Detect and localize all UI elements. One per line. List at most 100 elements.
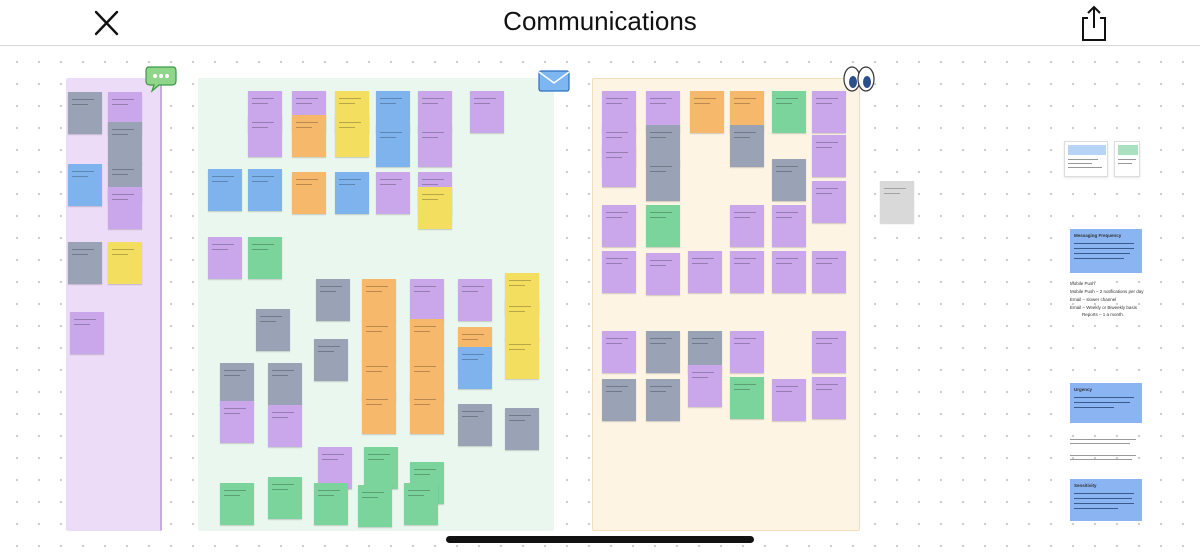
sticky-note[interactable] <box>772 159 806 201</box>
sticky-note[interactable] <box>220 401 254 443</box>
sticky-note[interactable] <box>812 331 846 373</box>
sticky-note[interactable] <box>268 363 302 405</box>
sticky-note[interactable] <box>505 408 539 450</box>
sticky-note[interactable] <box>335 172 369 214</box>
sticky-note[interactable] <box>70 312 104 354</box>
sticky-note[interactable] <box>646 379 680 421</box>
sticky-note[interactable] <box>108 122 142 164</box>
share-button[interactable] <box>1078 4 1110 42</box>
sensitivity-section: Sensitivity <box>1070 479 1142 521</box>
sticky-note[interactable] <box>256 309 290 351</box>
sticky-note[interactable] <box>364 447 398 489</box>
sticky-note[interactable] <box>68 242 102 284</box>
top-bar: Communications <box>0 0 1200 46</box>
document-thumbnail[interactable] <box>1064 141 1108 177</box>
doc-line: Email – Weekly or Biweekly basis <box>1070 305 1137 310</box>
doc-line: Reports – 1 a month. <box>1082 312 1125 317</box>
sticky-note[interactable] <box>314 483 348 525</box>
sticky-note[interactable] <box>418 125 452 167</box>
sticky-note[interactable] <box>410 392 444 434</box>
sticky-note[interactable] <box>646 205 680 247</box>
section-heading: Messaging Frequency <box>1074 233 1122 238</box>
doc-line: Mobile Push – 2 notifications per day <box>1070 289 1144 294</box>
sticky-note[interactable] <box>376 125 410 167</box>
sticky-note[interactable] <box>812 135 846 177</box>
sticky-note[interactable] <box>772 379 806 421</box>
sticky-note[interactable] <box>646 253 680 295</box>
sticky-note[interactable] <box>418 187 452 229</box>
home-indicator[interactable] <box>446 536 754 543</box>
envelope-icon <box>538 69 570 98</box>
sticky-note[interactable] <box>410 279 444 321</box>
sticky-note[interactable] <box>220 363 254 405</box>
sticky-note[interactable] <box>730 125 764 167</box>
sticky-note[interactable] <box>602 379 636 421</box>
eyes-icon <box>842 65 876 98</box>
section-heading: Urgency <box>1074 387 1093 392</box>
sticky-note[interactable] <box>362 392 396 434</box>
doc-line: Mobile Push <box>1070 281 1095 286</box>
sticky-note[interactable] <box>335 115 369 157</box>
close-icon <box>94 10 119 36</box>
sticky-note[interactable] <box>220 483 254 525</box>
sticky-note[interactable] <box>362 279 396 321</box>
sticky-note[interactable] <box>248 237 282 279</box>
document-thumbnail[interactable] <box>1114 141 1140 177</box>
sticky-note[interactable] <box>880 181 914 223</box>
sticky-note[interactable] <box>812 377 846 419</box>
sticky-note[interactable] <box>68 164 102 206</box>
sticky-note[interactable] <box>505 337 539 379</box>
sticky-note[interactable] <box>362 319 396 361</box>
sticky-note[interactable] <box>812 91 846 133</box>
sticky-note[interactable] <box>772 251 806 293</box>
sticky-note[interactable] <box>470 91 504 133</box>
sticky-note[interactable] <box>314 339 348 381</box>
sticky-note[interactable] <box>772 205 806 247</box>
sticky-note[interactable] <box>688 365 722 407</box>
sticky-note[interactable] <box>602 331 636 373</box>
sticky-note[interactable] <box>690 91 724 133</box>
sticky-note[interactable] <box>108 187 142 229</box>
sticky-note[interactable] <box>316 279 350 321</box>
doc-line: Email – slower channel <box>1070 297 1117 302</box>
sticky-note[interactable] <box>602 205 636 247</box>
sticky-note[interactable] <box>730 205 764 247</box>
section-heading: Sensitivity <box>1074 483 1097 488</box>
sticky-note[interactable] <box>602 145 636 187</box>
sticky-note[interactable] <box>410 319 444 361</box>
sticky-note[interactable] <box>248 169 282 211</box>
sticky-note[interactable] <box>688 251 722 293</box>
sticky-note[interactable] <box>505 299 539 341</box>
sticky-note[interactable] <box>812 181 846 223</box>
sticky-note[interactable] <box>458 404 492 446</box>
sticky-note[interactable] <box>646 331 680 373</box>
sticky-note[interactable] <box>268 477 302 519</box>
sticky-note[interactable] <box>646 159 680 201</box>
sticky-note[interactable] <box>358 485 392 527</box>
whiteboard-canvas[interactable]: Messaging Frequency Mobile Push Mobile P… <box>0 47 1200 554</box>
sticky-note[interactable] <box>404 483 438 525</box>
sticky-note[interactable] <box>458 347 492 389</box>
sticky-note[interactable] <box>812 251 846 293</box>
document-panel[interactable]: Messaging Frequency Mobile Push Mobile P… <box>1062 139 1144 529</box>
sticky-note[interactable] <box>68 92 102 134</box>
sticky-note[interactable] <box>730 331 764 373</box>
sticky-note[interactable] <box>108 242 142 284</box>
sticky-note[interactable] <box>208 169 242 211</box>
page-title: Communications <box>503 6 697 36</box>
sticky-note[interactable] <box>318 447 352 489</box>
sticky-note[interactable] <box>292 115 326 157</box>
sticky-note[interactable] <box>268 405 302 447</box>
speech-balloon-icon <box>145 63 177 98</box>
sticky-note[interactable] <box>602 251 636 293</box>
close-button[interactable] <box>88 6 124 40</box>
sticky-note[interactable] <box>208 237 242 279</box>
sticky-note[interactable] <box>730 251 764 293</box>
sticky-note[interactable] <box>248 115 282 157</box>
sticky-note[interactable] <box>376 172 410 214</box>
sticky-note[interactable] <box>292 172 326 214</box>
urgency-section: Urgency <box>1070 383 1142 423</box>
sticky-note[interactable] <box>772 91 806 133</box>
sticky-note[interactable] <box>730 377 764 419</box>
sticky-note[interactable] <box>458 279 492 321</box>
